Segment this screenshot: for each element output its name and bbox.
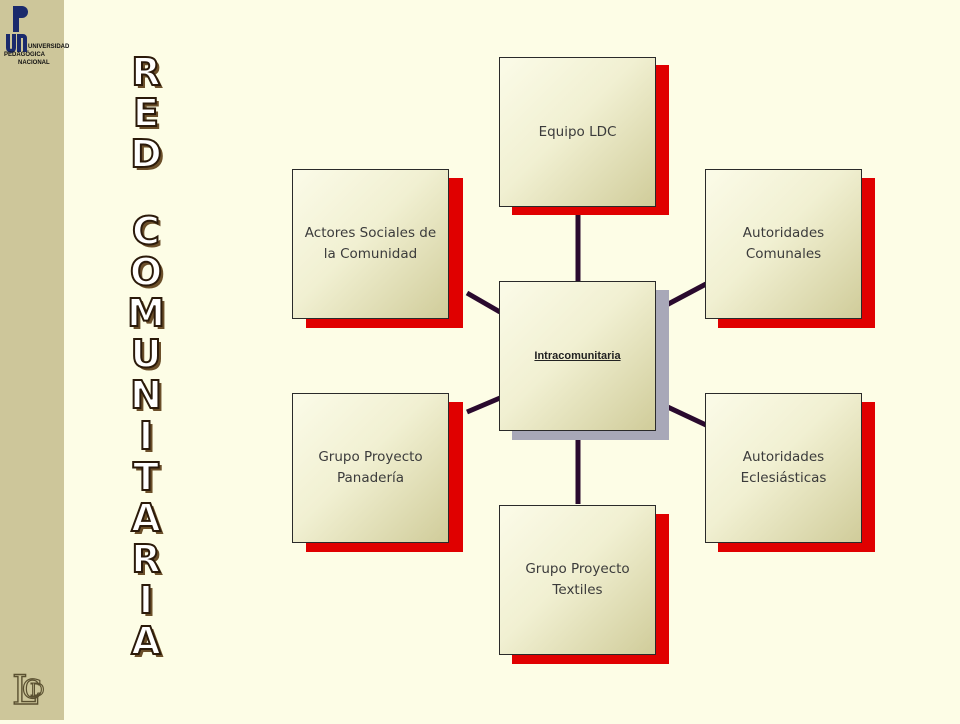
- ldc-logo: L C D: [8, 664, 60, 720]
- upn-line-1: UNIVERSIDAD: [28, 44, 70, 50]
- connector-upper-left: [465, 290, 502, 315]
- left-sidebar-band: UNIVERSIDAD PEDAGÓGICA NACIONAL L C D: [0, 0, 69, 720]
- title-letter: R: [130, 537, 165, 581]
- title-letter: M: [126, 291, 169, 335]
- title-letter: I: [138, 414, 158, 458]
- node-label: Actores Sociales de la Comunidad: [304, 225, 437, 262]
- node-intracomunitaria-center: Intracomunitaria: [499, 281, 656, 431]
- node-label: Autoridades Eclesiásticas: [740, 449, 827, 486]
- connector-lower-left: [466, 395, 501, 415]
- node-actores-sociales: Actores Sociales de la Comunidad: [292, 169, 449, 319]
- node-label: Grupo Proyecto Panadería: [318, 449, 423, 486]
- upn-line-3: NACIONAL: [18, 60, 50, 66]
- upn-university-logo: UNIVERSIDAD PEDAGÓGICA NACIONAL: [2, 4, 69, 70]
- node-grupo-textiles: Grupo Proyecto Textiles: [499, 505, 656, 655]
- node-label: Equipo LDC: [538, 123, 617, 140]
- node-label: Grupo Proyecto Textiles: [525, 561, 630, 598]
- title-letter: C: [131, 209, 164, 253]
- svg-text:L: L: [12, 668, 39, 714]
- node-autoridades-comunales: Autoridades Comunales: [705, 169, 862, 319]
- title-letter: N: [129, 373, 166, 417]
- title-letter: I: [138, 578, 158, 622]
- title-letter: A: [130, 496, 165, 540]
- node-label: Autoridades Comunales: [742, 225, 825, 262]
- node-equipo-ldc: Equipo LDC: [499, 57, 656, 207]
- upn-line-2: PEDAGÓGICA: [4, 52, 46, 58]
- title-letter: A: [130, 619, 165, 663]
- center-label: Intracomunitaria: [534, 349, 621, 362]
- upn-logo-icon: [6, 6, 28, 53]
- svg-text:D: D: [30, 680, 44, 701]
- svg-text:C: C: [22, 675, 42, 705]
- title-letter: R: [130, 50, 165, 94]
- title-letter: O: [129, 250, 167, 294]
- node-autoridades-eclesiasticas: Autoridades Eclesiásticas: [705, 393, 862, 543]
- ldc-monogram-icon: L C D: [11, 667, 45, 714]
- title-letter: U: [130, 332, 166, 376]
- title-letter: E: [132, 91, 163, 135]
- title-letter: D: [129, 132, 166, 176]
- title-letter: T: [132, 455, 163, 499]
- vertical-title-red-comunitaria: R E D C O M U N I T A R I A: [92, 50, 204, 663]
- node-grupo-panaderia: Grupo Proyecto Panadería: [292, 393, 449, 543]
